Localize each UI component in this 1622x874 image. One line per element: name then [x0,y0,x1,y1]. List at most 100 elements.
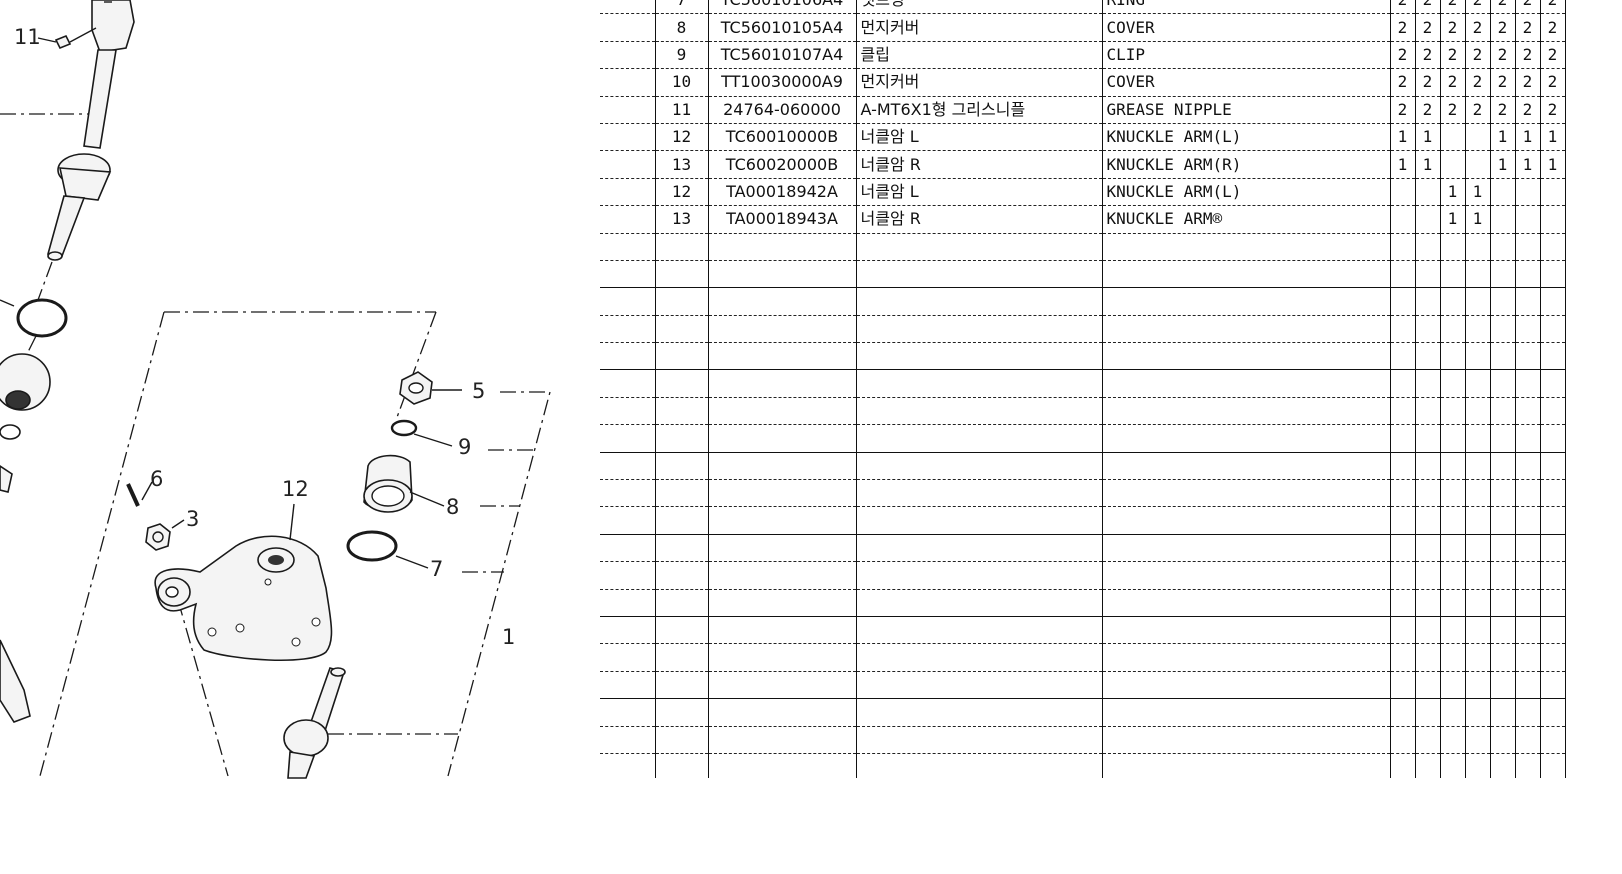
korean-name-cell [855,315,1103,344]
quantity-cell [1464,479,1491,508]
quantity-cell [1539,753,1566,778]
blank-cell [600,205,656,234]
knuckle-arm-part [154,503,333,662]
quantity-cell [1439,150,1466,179]
part-number-cell: TC56010107A4 [707,41,857,70]
part-number-cell: TT10030000A9 [707,68,857,97]
korean-name-cell [855,589,1103,617]
quantity-cell: 2 [1539,0,1566,15]
quantity-cell [1539,424,1566,453]
quantity-cell [1514,589,1541,617]
item-no-cell [654,726,709,754]
item-no-cell [654,260,709,289]
quantity-cell: 2 [1539,96,1566,124]
quantity-cell [1464,369,1491,398]
part-number-cell: TC56010106A4 [707,0,857,15]
korean-name-cell [855,233,1103,261]
english-name-cell [1101,561,1391,590]
quantity-cell: 2 [1389,13,1416,42]
item-no-cell [654,671,709,700]
quantity-cell [1514,506,1541,535]
korean-name-cell [855,369,1103,398]
item-no-cell [654,698,709,727]
table-row [600,315,1566,344]
quantity-cell [1539,534,1566,563]
quantity-cell [1414,616,1441,645]
blank-cell [600,233,656,261]
quantity-cell: 2 [1489,96,1516,124]
korean-name-cell [855,287,1103,316]
lock-nut-part [399,371,462,405]
quantity-cell [1514,726,1541,754]
quantity-cell [1414,534,1441,563]
english-name-cell: KNUCKLE ARM(R) [1101,150,1391,179]
english-name-cell [1101,260,1391,289]
item-no-cell: 13 [654,150,709,179]
quantity-cell [1464,260,1491,289]
korean-name-cell: 너클암 R [855,205,1103,234]
quantity-cell [1464,698,1491,727]
quantity-cell [1414,698,1441,727]
quantity-cell [1539,589,1566,617]
part-number-cell: TC60020000B [707,150,857,179]
table-row [600,643,1566,672]
english-name-cell [1101,506,1391,535]
item-no-cell [654,369,709,398]
quantity-cell [1489,616,1516,645]
callout-7: 7 [430,557,443,581]
quantity-cell [1439,726,1466,754]
english-name-cell [1101,452,1391,481]
quantity-cell [1489,589,1516,617]
tie-rod-lower [283,667,346,779]
english-name-cell: GREASE NIPPLE [1101,96,1391,124]
blank-cell [600,424,656,453]
korean-name-cell [855,479,1103,508]
quantity-cell [1414,671,1441,700]
quantity-cell [1539,561,1566,590]
quantity-cell [1539,369,1566,398]
english-name-cell [1101,287,1391,316]
quantity-cell: 2 [1439,41,1466,70]
callout-11: 11 [14,25,41,49]
table-row [600,287,1566,316]
english-name-cell [1101,589,1391,617]
quantity-cell: 2 [1389,68,1416,97]
blank-cell [600,150,656,179]
quantity-cell: 2 [1489,41,1516,70]
quantity-cell [1414,589,1441,617]
quantity-cell [1464,150,1491,179]
quantity-cell [1514,178,1541,207]
quantity-cell [1389,233,1416,261]
quantity-cell [1539,616,1566,645]
english-name-cell [1101,479,1391,508]
quantity-cell: 1 [1439,205,1466,234]
part-number-cell [707,616,857,645]
item-no-cell: 7 [654,0,709,15]
part-number-cell [707,534,857,563]
quantity-cell [1439,506,1466,535]
quantity-cell [1439,561,1466,590]
blank-cell [600,753,656,778]
quantity-cell: 1 [1389,123,1416,152]
korean-name-cell: 너클암 L [855,178,1103,207]
quantity-cell: 1 [1539,150,1566,179]
quantity-cell [1439,479,1466,508]
part-number-cell [707,479,857,508]
quantity-cell [1439,753,1466,778]
part-number-cell [707,506,857,535]
part-number-cell [707,698,857,727]
korean-name-cell: 먼지커버 [855,68,1103,97]
quantity-cell [1414,424,1441,453]
item-no-cell [654,452,709,481]
castle-nut-part [145,519,185,551]
english-name-cell: KNUCKLE ARM(L) [1101,123,1391,152]
quantity-cell [1439,369,1466,398]
quantity-cell: 2 [1464,13,1491,42]
quantity-cell [1439,671,1466,700]
quantity-cell [1414,643,1441,672]
quantity-cell [1389,260,1416,289]
part-number-cell: TA00018943A [707,205,857,234]
quantity-cell [1514,534,1541,563]
